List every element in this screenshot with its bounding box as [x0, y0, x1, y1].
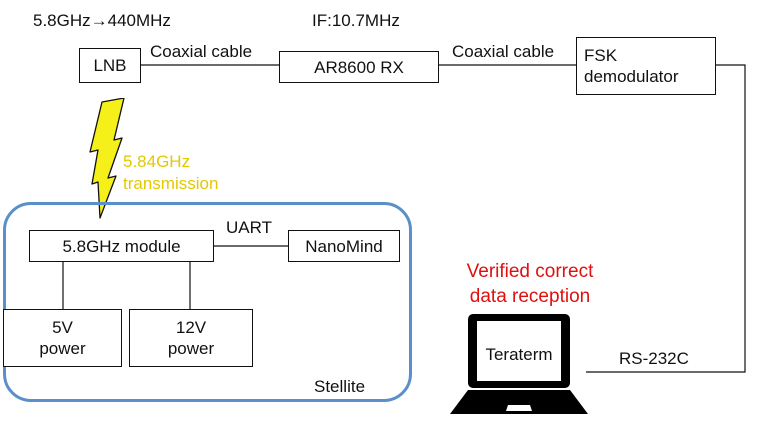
12v-label: 12V — [175, 318, 207, 337]
receiver-label: AR8600 RX — [314, 57, 404, 77]
satellite-group — [3, 202, 412, 402]
fsk-label-line1: FSK — [584, 46, 618, 65]
fsk-label-line2: demodulator — [584, 67, 679, 86]
lnb-label: LNB — [93, 56, 127, 75]
5v-power-word: power — [39, 339, 86, 358]
laptop-icon — [450, 314, 588, 414]
nanomind-label: NanoMind — [305, 236, 383, 256]
fsk-demodulator-box: FSK demodulator — [576, 37, 716, 95]
coaxial-cable-label-1: Coaxial cable — [150, 42, 253, 61]
receiver-box: AR8600 RX — [279, 51, 439, 83]
module-label: 5.8GHz module — [62, 236, 181, 256]
uart-label: UART — [226, 218, 272, 237]
5v-label: 5V — [52, 318, 73, 337]
12v-power-word: power — [167, 339, 215, 358]
laptop-app-label: Teraterm — [485, 345, 553, 364]
12v-power-box: 12V power — [129, 309, 253, 367]
lnb-box: LNB — [79, 48, 141, 83]
coaxial-cable-label-2: Coaxial cable — [452, 42, 555, 61]
5v-power-box: 5V power — [3, 309, 122, 367]
satellite-name-label: Stellite — [314, 377, 366, 396]
module-box: 5.8GHz module — [29, 230, 214, 262]
fsk-to-laptop-wire — [586, 64, 746, 373]
nanomind-box: NanoMind — [288, 230, 400, 262]
rs232c-label: RS-232C — [619, 349, 689, 368]
transmission-label: transmission — [123, 174, 219, 193]
lightning-bolt-icon — [89, 98, 125, 219]
verified-label-line1: Verified correct — [466, 261, 594, 282]
transmission-frequency-label: 5.84GHz — [123, 152, 191, 171]
verified-label-line2: data reception — [469, 286, 591, 307]
if-frequency-label: IF:10.7MHz — [312, 11, 400, 30]
frequency-conversion-label: 5.8GHz→440MHz — [33, 11, 171, 30]
